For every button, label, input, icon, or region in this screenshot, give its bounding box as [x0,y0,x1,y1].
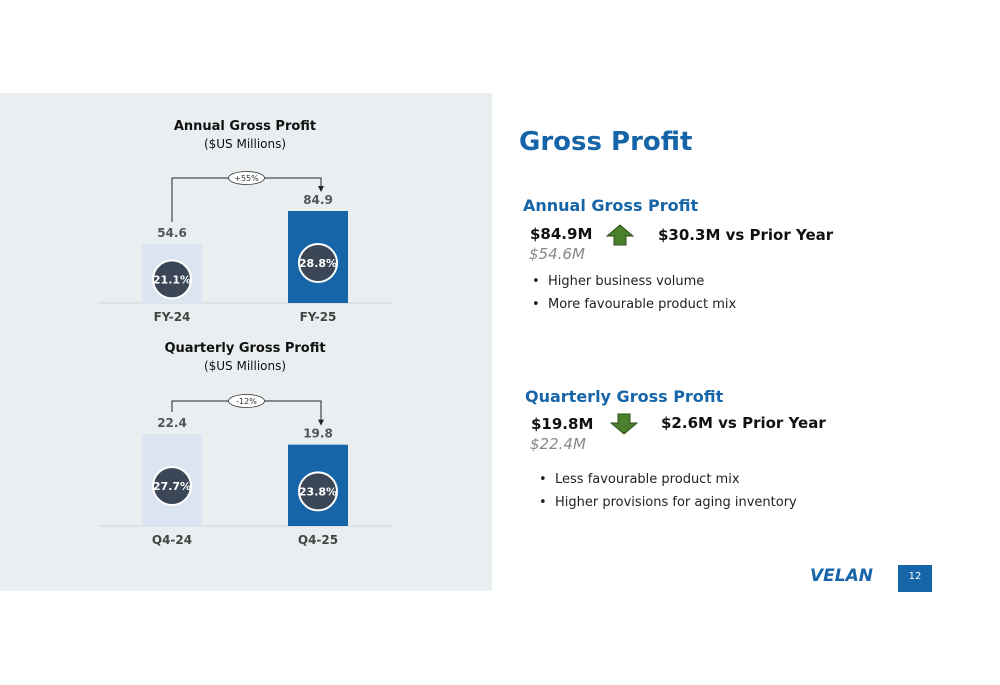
list-item: Higher provisions for aging inventory [538,491,797,514]
margin-badge [298,243,338,283]
annual-chart-subtitle: ($US Millions) [203,137,287,151]
bar-value-label: 54.6 [157,226,187,240]
annual-heading: Annual Gross Profit [523,196,699,215]
quarterly-delta: $2.6M vs Prior Year [661,414,826,432]
quarterly-chart-title: Quarterly Gross Profit [164,341,326,356]
bar-value-label: 22.4 [157,416,187,430]
margin-badge [152,466,192,506]
quarterly-prior-value: $22.4M [530,435,586,453]
annual-current-value: $84.9M [530,225,593,243]
quarterly-gross-profit-chart: 22.4 27.7% Q4-24 19.8 23.8% Q4-25 -12% [98,394,392,547]
annual-gross-profit-chart: 54.6 21.1% FY-24 84.9 28.8% FY-25 +55% [98,171,392,324]
annual-chart-title: Annual Gross Profit [173,119,317,134]
annual-bullet-list: Higher business volume More favourable p… [531,270,736,316]
change-label: +55% [234,174,259,183]
quarterly-chart-subtitle: ($US Millions) [203,359,287,373]
category-label: Q4-25 [298,533,338,547]
annual-prior-value: $54.6M [529,245,585,263]
chart-panel: Annual Gross Profit ($US Millions) 54.6 2… [0,93,492,591]
margin-label: 28.8% [299,257,337,270]
down-arrow-icon [610,413,638,435]
change-badge [228,394,265,408]
list-item: Higher business volume [531,270,736,293]
list-item: More favourable product mix [531,293,736,316]
change-arrowhead [318,186,324,192]
margin-label: 23.8% [299,485,337,498]
category-label: FY-24 [154,310,191,324]
quarterly-current-value: $19.8M [531,415,594,433]
bar-value-label: 84.9 [303,193,333,207]
change-arrowhead [318,419,324,426]
page-number: 12 [898,565,932,592]
margin-badge [152,259,192,300]
category-label: Q4-24 [152,533,192,547]
bar-value-label: 19.8 [303,427,333,441]
change-badge [228,171,265,185]
quarterly-bullet-list: Less favourable product mix Higher provi… [538,468,797,514]
category-label: FY-25 [300,310,337,324]
list-item: Less favourable product mix [538,468,797,491]
page-title: Gross Profit [519,127,693,157]
margin-label: 27.7% [153,480,191,493]
margin-badge [298,471,338,512]
change-label: -12% [236,397,257,406]
annual-delta: $30.3M vs Prior Year [658,226,834,244]
quarterly-heading: Quarterly Gross Profit [525,387,724,406]
margin-label: 21.1% [153,273,191,286]
up-arrow-icon [606,224,634,246]
velan-logo: VELAN [810,566,873,586]
